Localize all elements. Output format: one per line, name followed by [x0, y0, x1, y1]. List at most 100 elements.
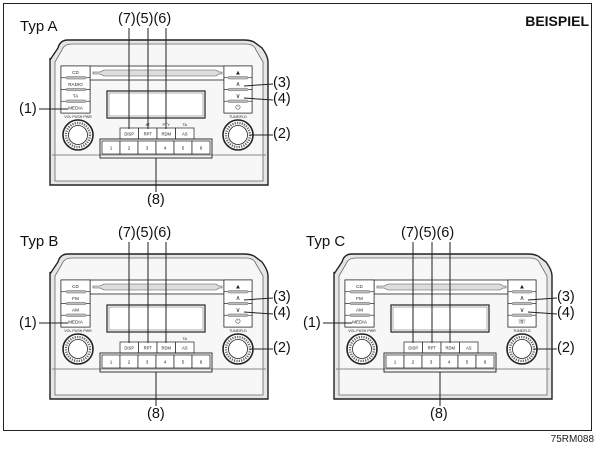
source-button-label: AM: [72, 308, 79, 313]
preset-button-label: 2: [128, 360, 131, 365]
function-button-label: AS: [466, 346, 472, 351]
function-button-label: DISP: [124, 132, 134, 137]
leader-4: [243, 311, 274, 315]
function-button-label: RDM: [445, 346, 455, 351]
button-ridge: [349, 290, 371, 294]
preset-button-label: 1: [110, 146, 113, 151]
source-button-label: FM: [356, 296, 363, 301]
leader-3: [243, 83, 274, 87]
button-ridge: [227, 313, 249, 317]
seek-up-icon: ∧: [236, 81, 241, 88]
source-button-label: MEDIA: [68, 319, 83, 324]
seek-up-icon: ∧: [236, 295, 241, 302]
power-icon: ⏻: [235, 105, 240, 112]
unit-b-callout-8: (8): [147, 406, 165, 422]
volume-knob-grip: [64, 121, 92, 149]
cd-slot: [376, 283, 507, 291]
unit-a-title: Typ A: [20, 18, 58, 35]
function-button-label: AS: [182, 346, 188, 351]
cd-slot: [92, 69, 223, 77]
unit-a-callout-2: (2): [273, 126, 291, 142]
function-button-label: RDM: [161, 346, 171, 351]
volume-knob-grip: [64, 335, 92, 363]
preset-button-label: 3: [430, 360, 433, 365]
eject-icon: ▲: [235, 283, 241, 290]
button-ridge: [227, 87, 249, 91]
preset-button-label: 3: [146, 360, 149, 365]
eject-icon: ▲: [519, 283, 525, 290]
preset-button-label: 4: [164, 360, 167, 365]
unit-b-callout-4: (4): [273, 305, 291, 321]
display-inner: [392, 306, 488, 331]
button-ridge: [511, 313, 533, 317]
tune-knob-cap: [228, 125, 248, 145]
button-ridge: [65, 87, 87, 91]
button-ridge: [227, 99, 249, 103]
unit-a-callout-8: (8): [147, 192, 165, 208]
source-button-label: FM: [72, 296, 79, 301]
tune-knob-cap: [228, 339, 248, 359]
preset-button-label: 4: [164, 146, 167, 151]
button-ridge: [227, 76, 249, 80]
preset-button-label: 2: [128, 146, 131, 151]
unit-c-callout-8: (8): [430, 406, 448, 422]
source-button-label: AM: [356, 308, 363, 313]
source-button-label: CD: [72, 70, 79, 75]
unit-a-callout-1: (1): [19, 101, 37, 117]
source-button-label: MEDIA: [68, 105, 83, 110]
power-icon: ☏: [518, 318, 527, 326]
button-ridge: [511, 301, 533, 305]
leader-4: [243, 97, 274, 101]
seek-down-icon: ∨: [520, 307, 525, 314]
source-button-label: TA: [73, 94, 79, 99]
display-inner: [108, 306, 204, 331]
preset-button-6[interactable]: [191, 140, 211, 155]
button-ridge: [65, 290, 87, 294]
source-button-label: MEDIA: [352, 319, 367, 324]
function-button-label: RPT: [144, 346, 153, 351]
volume-knob-label: VOL PUSH PWR: [64, 329, 92, 333]
button-ridge: [65, 313, 87, 317]
button-ridge: [65, 76, 87, 80]
preset-button-label: 6: [200, 360, 203, 365]
preset-button-label: 2: [412, 360, 415, 365]
preset-button-label: 1: [394, 360, 397, 365]
volume-knob-grip: [348, 335, 376, 363]
display-screen: [390, 304, 490, 333]
cd-slot: [92, 283, 223, 291]
preset-button-label: 3: [146, 146, 149, 151]
unit-c-callout-3: (3): [557, 289, 575, 305]
figure-code: 75RM088: [550, 434, 594, 445]
preset-button-label: 6: [484, 360, 487, 365]
button-ridge: [349, 313, 371, 317]
button-ridge: [349, 301, 371, 305]
unit-b-title: Typ B: [20, 233, 59, 250]
unit-b-callout-1: (1): [19, 315, 37, 331]
preset-button-label: 1: [110, 360, 113, 365]
volume-knob-label: VOL PUSH PWR: [64, 115, 92, 119]
volume-knob-cap: [68, 125, 88, 145]
unit-c-callout-4: (4): [557, 305, 575, 321]
unit-c-callout-2: (2): [557, 340, 575, 356]
source-button-label: CD: [72, 284, 79, 289]
unit-c-title: Typ C: [306, 233, 346, 250]
preset-button-label: 5: [182, 360, 185, 365]
function-alt-label: TA: [182, 337, 187, 341]
function-button-label: AS: [182, 132, 188, 137]
button-ridge: [227, 290, 249, 294]
function-button-label: DISP: [124, 346, 134, 351]
tune-knob-label: TUNE/FLD: [229, 329, 247, 333]
volume-knob-cap: [68, 339, 88, 359]
unit-c-callout-1: (1): [303, 315, 321, 331]
preset-button-label: 5: [182, 146, 185, 151]
unit-b-callout-2: (2): [273, 340, 291, 356]
seek-down-icon: ∨: [236, 93, 241, 100]
preset-button-6[interactable]: [475, 354, 495, 369]
function-button-label: RDM: [161, 132, 171, 137]
preset-button-6[interactable]: [191, 354, 211, 369]
